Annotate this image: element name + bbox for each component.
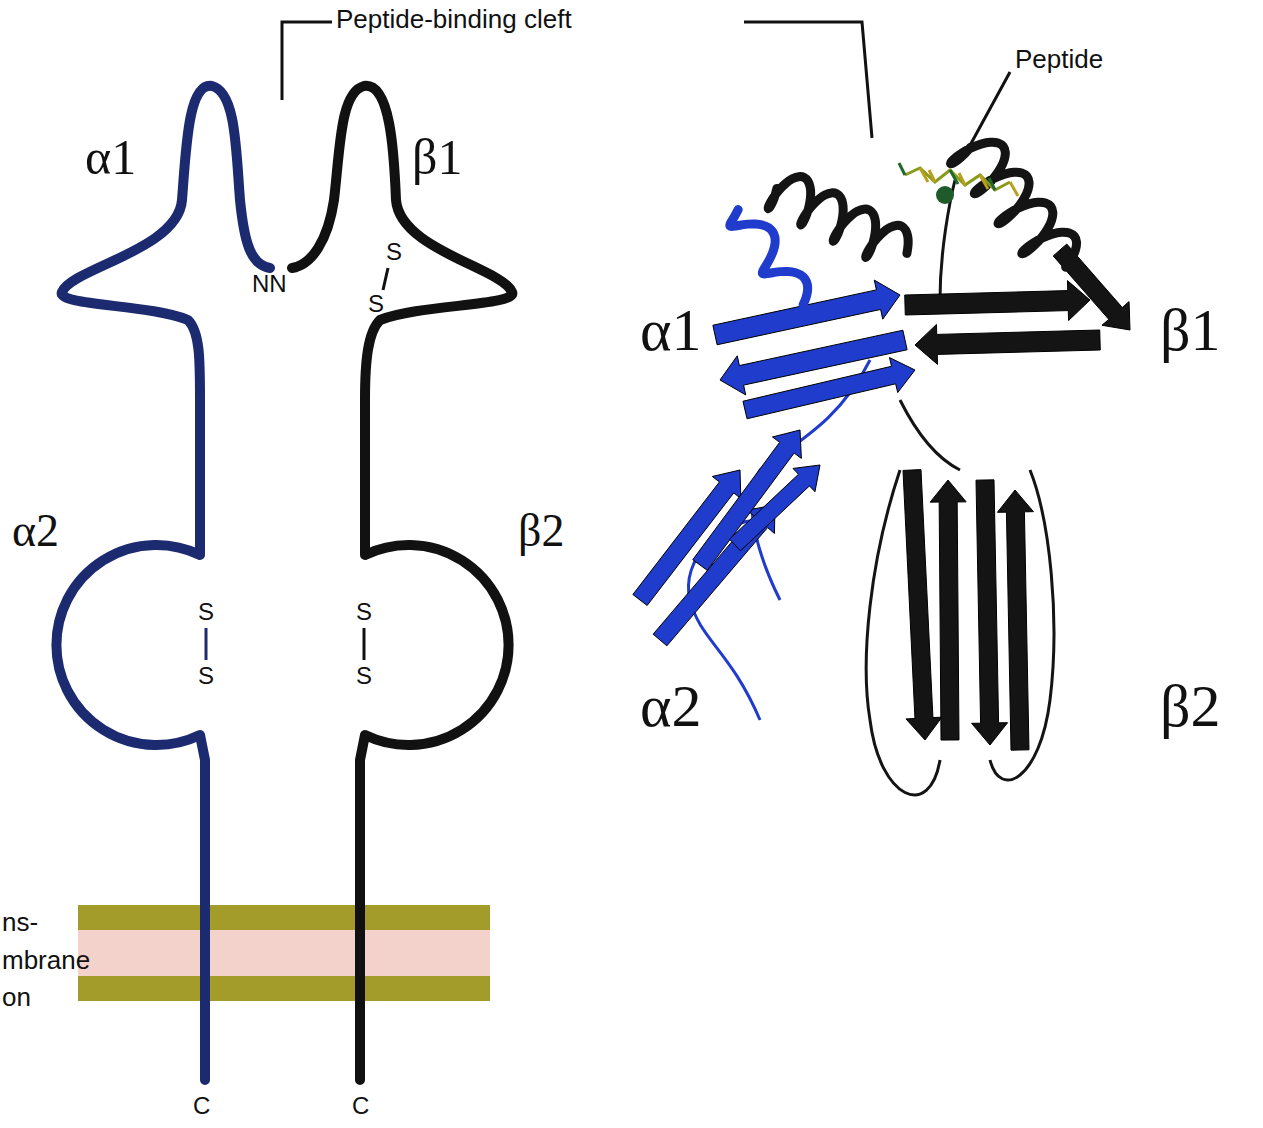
domain-label: α1 [640, 300, 701, 360]
part-label: ns- mbrane on [2, 904, 120, 1017]
part-label: S [368, 292, 384, 316]
beta-strand [903, 470, 942, 740]
alpha-chain [56, 86, 270, 1080]
alpha-helix [951, 142, 1077, 267]
part-label: S [356, 664, 372, 688]
membrane-core [78, 930, 490, 976]
domain-label: β1 [412, 132, 462, 182]
beta-strand [1053, 244, 1130, 330]
peptide-stick [1010, 182, 1018, 196]
part-label: S [386, 240, 402, 264]
peptide-atom [936, 186, 954, 204]
domain-label: α1 [85, 132, 136, 182]
part-label: S [198, 664, 214, 688]
part-label: Peptide [1015, 46, 1103, 72]
beta-strand [930, 480, 966, 740]
peptide-stick [980, 175, 988, 189]
beta-strand [905, 281, 1090, 321]
membrane-layer [78, 905, 490, 930]
domain-label: β2 [1160, 676, 1221, 736]
part-label: S [356, 600, 372, 624]
disulfide-bond [205, 628, 208, 660]
leader-line [744, 22, 872, 138]
beta-strand [730, 465, 820, 551]
membrane-layer [78, 976, 490, 1001]
domain-label: α2 [12, 508, 59, 554]
peptide-stick [905, 168, 1010, 190]
part-label: NN [252, 272, 287, 296]
beta-strand [972, 480, 1008, 745]
coil-loop [900, 400, 960, 470]
alpha-helix [768, 177, 908, 258]
domain-label: α2 [640, 676, 701, 736]
peptide-stick [899, 163, 905, 175]
part-label: C [193, 1094, 210, 1118]
part-label: C [352, 1094, 369, 1118]
alpha-helix [730, 210, 808, 305]
leader-line [282, 22, 332, 100]
domain-label: β2 [518, 508, 564, 554]
part-label: Peptide-binding cleft [336, 6, 572, 32]
beta-chain [292, 86, 512, 1080]
part-label: S [198, 600, 214, 624]
peptide-stick [929, 170, 935, 182]
peptide-stick [950, 170, 958, 184]
domain-label: β1 [1160, 300, 1221, 360]
peptide-stick [920, 168, 928, 182]
peptide-stick [989, 178, 995, 190]
disulfide-bond [383, 268, 388, 290]
beta-strand [915, 324, 1100, 364]
beta-strand [743, 358, 915, 419]
ribbon-structure [633, 142, 1130, 795]
disulfide-bond [363, 628, 366, 660]
peptide-stick [959, 173, 965, 185]
beta-strand [997, 490, 1033, 750]
